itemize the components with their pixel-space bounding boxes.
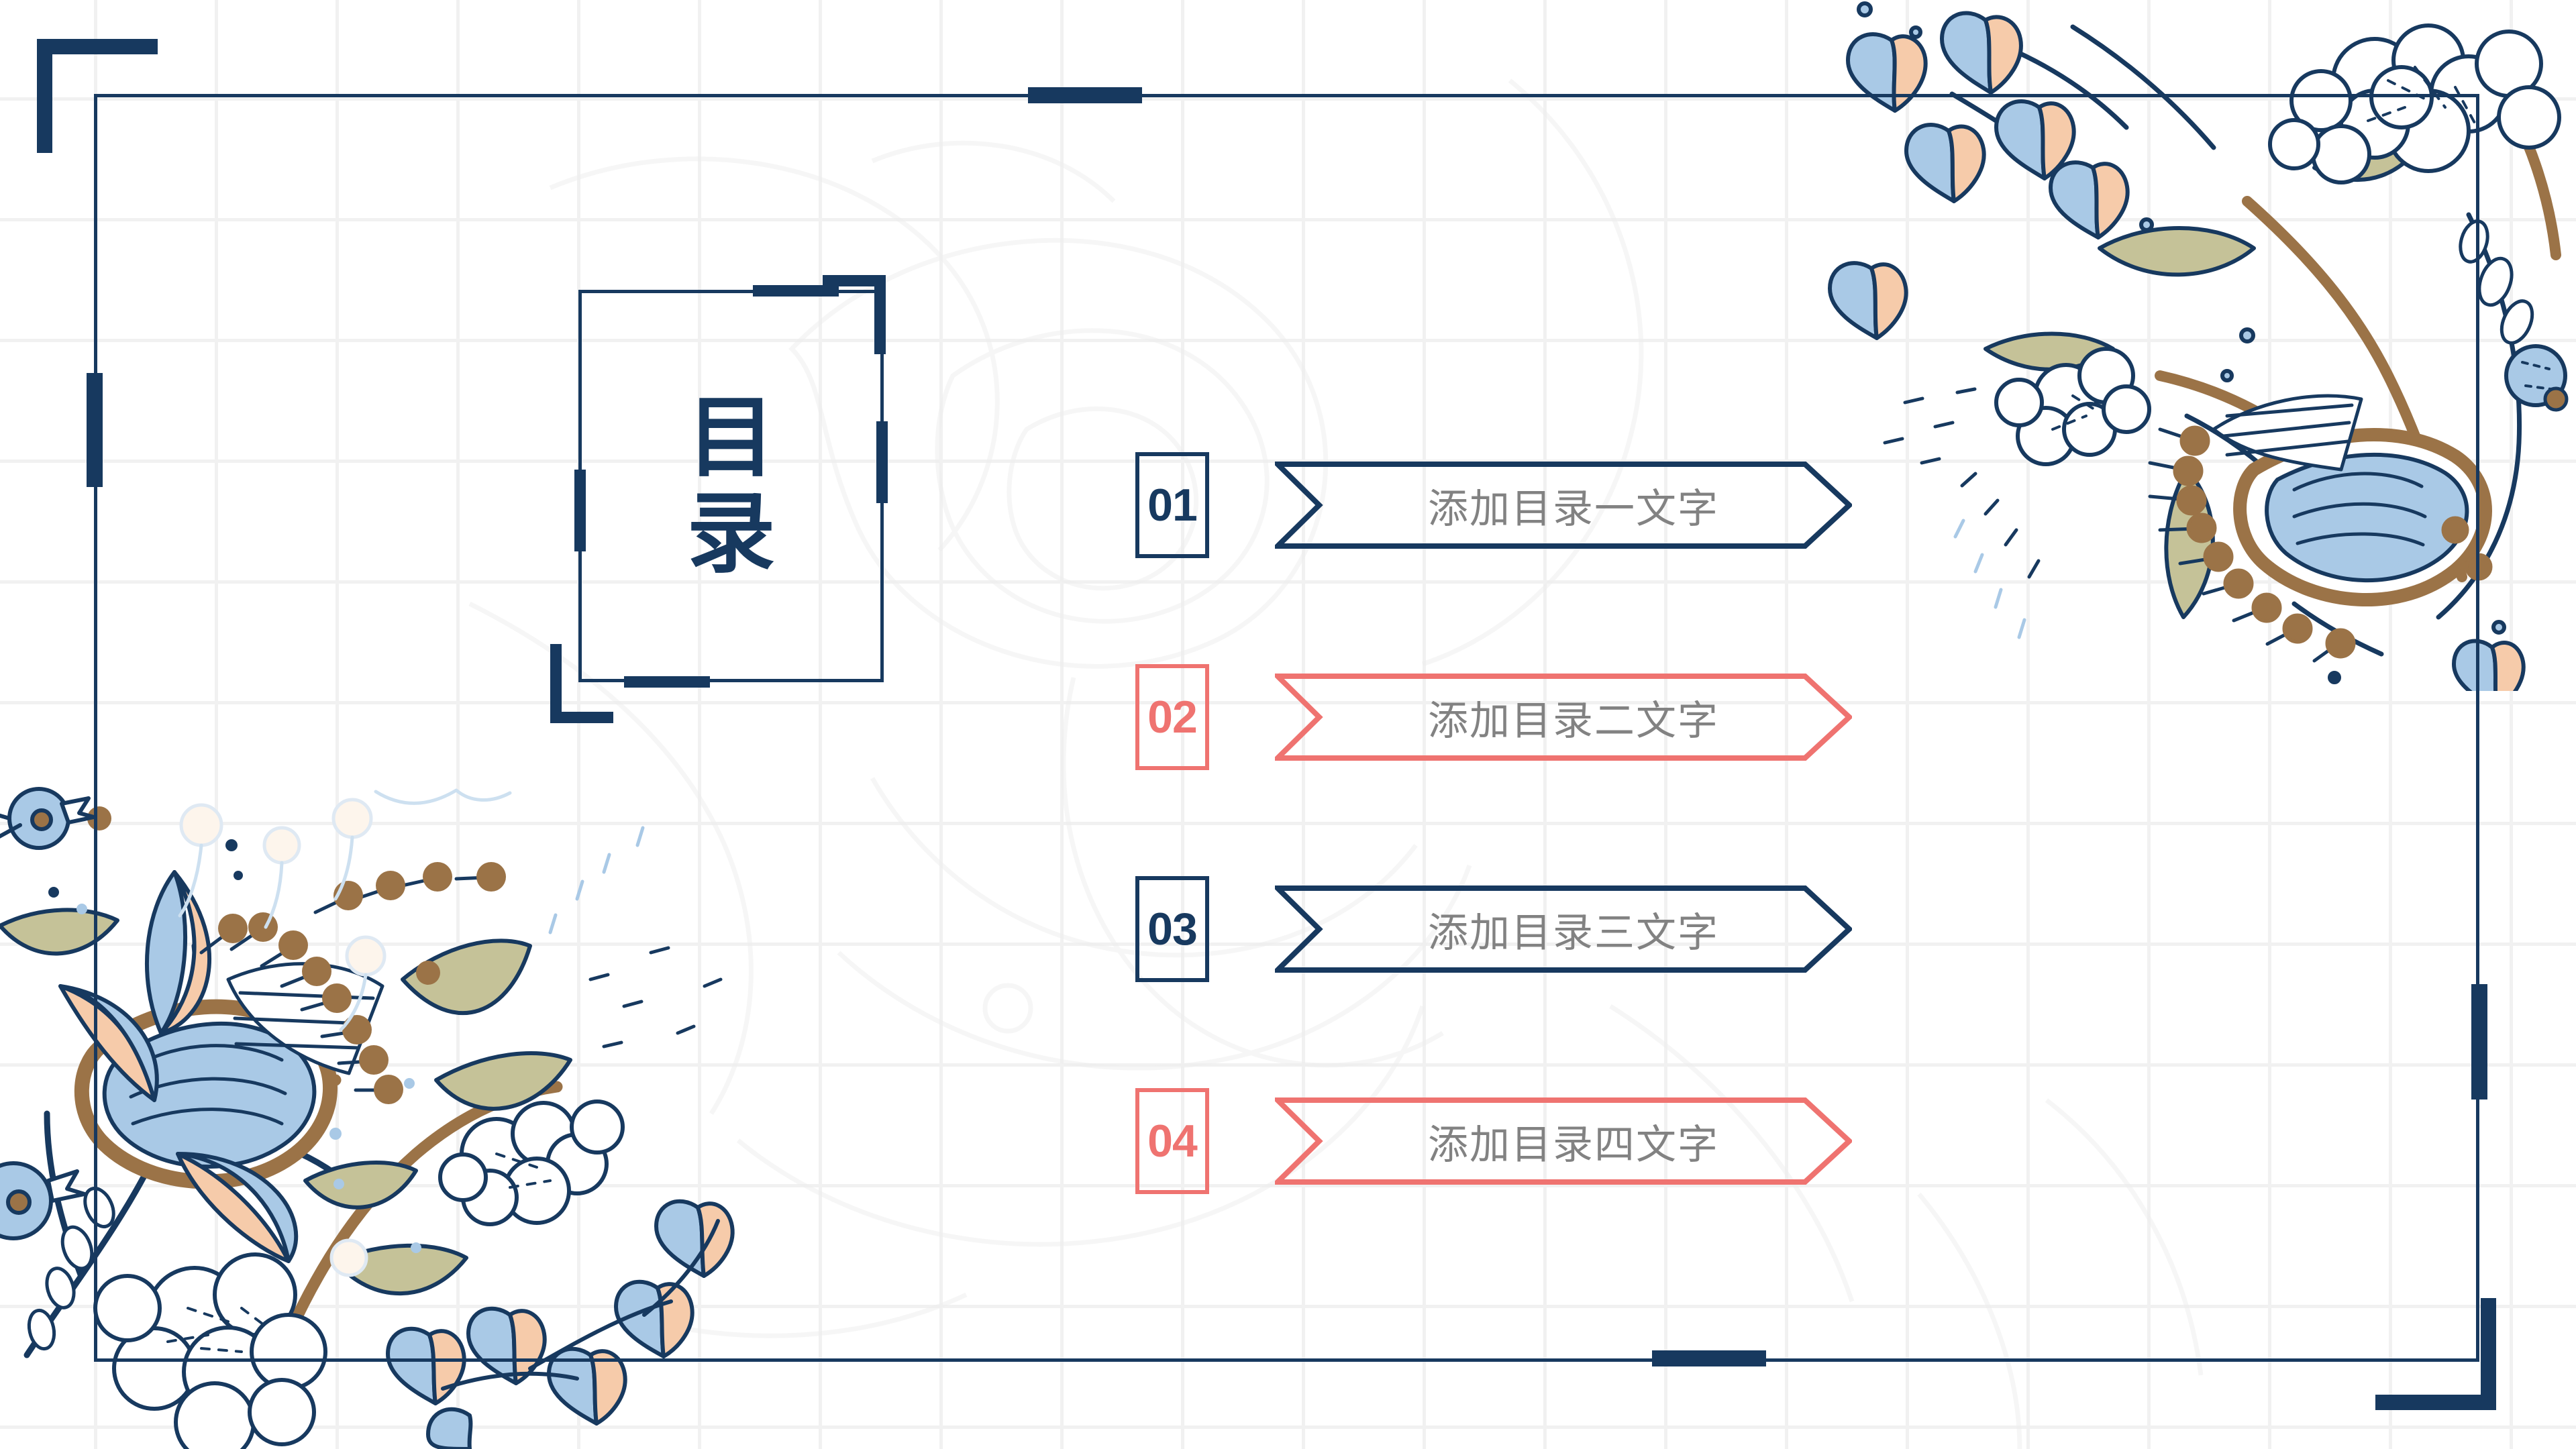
- title-frame-tick-right: [876, 421, 888, 503]
- page-title-char-1: 目: [686, 385, 776, 490]
- toc-label-03: 添加目录三文字: [1428, 910, 1719, 955]
- banner-shape-icon-03: [1275, 885, 1852, 973]
- banner-shape-icon-02: [1275, 674, 1852, 761]
- toc-number-badge-01: 01: [1135, 452, 1209, 558]
- frame-tick-bottom: [1652, 1350, 1766, 1366]
- toc-label-04: 添加目录四文字: [1428, 1122, 1719, 1167]
- toc-banner-01[interactable]: 添加目录一文字: [1275, 462, 1852, 549]
- toc-number-badge-03: 03: [1135, 876, 1209, 982]
- frame-tick-left: [87, 373, 103, 487]
- toc-label-01: 添加目录一文字: [1428, 486, 1719, 531]
- frame-tick-top: [1028, 87, 1142, 103]
- toc-banner-04[interactable]: 添加目录四文字: [1275, 1097, 1852, 1185]
- toc-banner-02[interactable]: 添加目录二文字: [1275, 674, 1852, 761]
- banner-shape-icon-01: [1275, 462, 1852, 549]
- slide-border-frame: [94, 94, 2479, 1362]
- toc-item-03[interactable]: 03 添加目录三文字: [1135, 876, 1852, 982]
- title-frame-tick-top: [753, 285, 839, 297]
- page-title: 目 录: [578, 290, 884, 682]
- title-frame-tick-bottom: [624, 676, 710, 688]
- title-frame-tick-left: [574, 470, 586, 551]
- toc-label-02: 添加目录二文字: [1428, 698, 1719, 743]
- toc-number-badge-02: 02: [1135, 664, 1209, 770]
- frame-tick-right: [2471, 984, 2487, 1099]
- toc-list: 01 添加目录一文字 02 添加目录二文字 03: [1135, 452, 1852, 1194]
- floral-decoration-top-right: [1828, 1, 2569, 691]
- toc-item-02[interactable]: 02 添加目录二文字: [1135, 664, 1852, 770]
- floral-decoration-bottom-left: [0, 787, 735, 1449]
- toc-item-01[interactable]: 01 添加目录一文字: [1135, 452, 1852, 558]
- toc-item-04[interactable]: 04 添加目录四文字: [1135, 1088, 1852, 1194]
- toc-banner-03[interactable]: 添加目录三文字: [1275, 885, 1852, 973]
- toc-number-badge-04: 04: [1135, 1088, 1209, 1194]
- page-title-char-2: 录: [686, 481, 776, 586]
- banner-shape-icon-04: [1275, 1097, 1852, 1185]
